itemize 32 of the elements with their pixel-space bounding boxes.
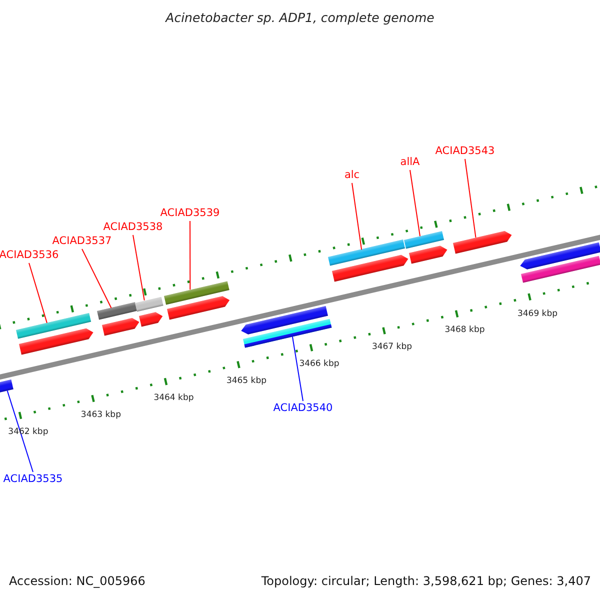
leader-line	[6, 390, 34, 472]
gene-label: alc	[344, 169, 360, 182]
leader-line	[410, 170, 420, 237]
leader-line	[82, 248, 112, 308]
gene-label: allA	[400, 156, 420, 169]
position-label: 3468 kbp	[444, 325, 485, 336]
position-label: 3463 kbp	[80, 410, 121, 420]
gene-feature	[521, 256, 600, 283]
position-label: 3469 kbp	[517, 308, 558, 319]
gene-feature	[96, 302, 137, 320]
position-label: 3467 kbp	[372, 342, 412, 352]
gene-label: ACIAD3539	[160, 207, 220, 220]
position-label: 3464 kbp	[154, 393, 194, 404]
leader-line	[292, 336, 304, 402]
leader-line	[28, 262, 48, 324]
position-label: 3465 kbp	[226, 376, 266, 386]
map-title: Acinetobacter sp. ADP1, complete genome	[164, 10, 436, 25]
leader-line	[132, 234, 145, 301]
gene-feature	[242, 318, 332, 348]
gene-label: ACIAD3537	[52, 235, 112, 248]
accession-text: Accession: NC_005966	[9, 574, 146, 588]
gene-label: ACIAD3540	[273, 402, 333, 415]
leader-line	[352, 182, 362, 250]
leader-line	[464, 158, 476, 238]
gene-feature	[404, 230, 444, 249]
position-label: 3466 kbp	[299, 359, 340, 370]
leader-line	[190, 220, 191, 290]
genome-summary-text: Topology: circular; Length: 3,598,621 bp; Genes: 3,407	[261, 574, 591, 588]
gene-feature	[134, 296, 163, 312]
gene-label: ACIAD3535	[3, 473, 63, 486]
gene-label: ACIAD3543	[435, 145, 495, 158]
gene-label: ACIAD3538	[103, 221, 163, 234]
